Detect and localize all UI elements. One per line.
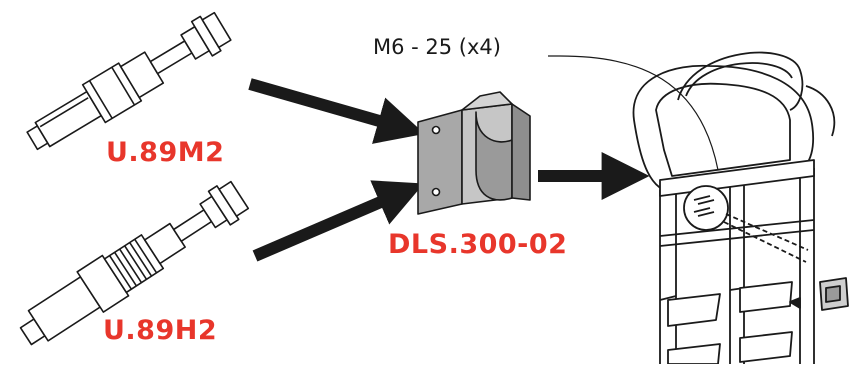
screw-callout-label: M6 - 25 (x4) — [373, 35, 501, 59]
arrow-bottom-to-bracket — [252, 180, 424, 262]
arrow-top-to-bracket — [248, 78, 425, 144]
valve-connector-top-icon — [26, 11, 232, 151]
part-label-u89m2: U.89M2 — [106, 137, 225, 168]
part-label-dls30002: DLS.300-02 — [388, 229, 568, 260]
bracket-icon — [417, 91, 531, 215]
valve-connector-bottom-icon — [19, 180, 250, 346]
rack-frame-icon — [632, 51, 849, 365]
callout-leader-line — [548, 55, 719, 171]
part-label-u89h2: U.89H2 — [103, 315, 218, 346]
